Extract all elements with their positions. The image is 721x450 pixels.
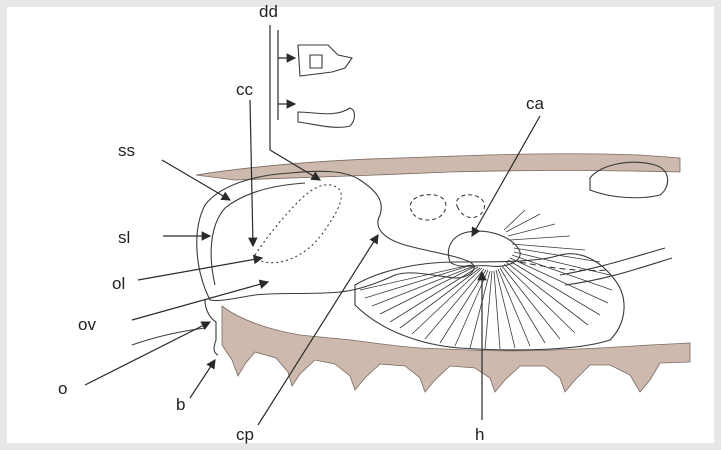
dashed-blob-1 [410,195,446,220]
oviduct [205,300,218,355]
dashed-blob-2 [456,195,484,218]
label-o: o [58,379,67,398]
right-vessel [560,248,672,285]
label-dd: dd [259,2,278,21]
inset-figure-1 [298,45,352,76]
dashed-vessel [520,262,610,271]
sac-outline [197,171,474,300]
label-h: h [475,425,484,444]
gill-fan [355,210,624,350]
label-b: b [176,395,185,414]
label-ss: ss [118,141,135,160]
label-ov: ov [78,315,96,334]
inner-membrane [211,183,305,285]
dotted-organ [255,185,341,263]
inset-figure-2 [298,108,355,127]
label-cp: cp [236,425,254,444]
label-sl: sl [118,228,130,247]
label-cc: cc [236,80,254,99]
label-ol: ol [112,274,125,293]
label-ca: ca [526,94,545,113]
lower-tissue-band [222,306,690,392]
